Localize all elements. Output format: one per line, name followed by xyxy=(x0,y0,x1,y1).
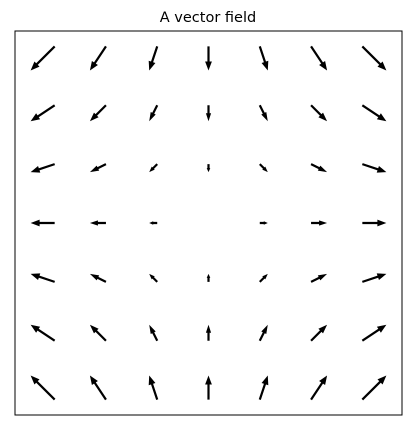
vector-arrow xyxy=(259,163,268,173)
vector-arrow xyxy=(206,273,211,282)
vector-arrow xyxy=(89,163,107,173)
vector-arrow xyxy=(89,375,107,401)
vector-arrow xyxy=(310,375,328,401)
vector-arrow xyxy=(148,375,159,400)
vector-arrow xyxy=(206,164,211,173)
vector-arrow xyxy=(362,219,387,227)
vector-arrow xyxy=(258,104,268,122)
vector-arrow xyxy=(205,375,212,400)
vector-arrow xyxy=(149,104,159,122)
vector-arrow xyxy=(30,324,56,342)
vector-arrow xyxy=(361,324,387,342)
plot-frame xyxy=(14,30,403,416)
vector-arrow xyxy=(310,45,328,71)
vector-arrow xyxy=(310,324,328,342)
vector-arrow xyxy=(89,45,107,71)
vector-arrow xyxy=(311,220,328,226)
vector-arrow xyxy=(205,324,212,341)
vector-arrow xyxy=(30,219,55,227)
vector-arrow xyxy=(361,375,387,401)
vector-arrow xyxy=(30,45,56,71)
vector-arrow xyxy=(258,375,269,400)
vector-arrow xyxy=(89,273,107,283)
vector-arrow xyxy=(259,221,268,225)
vector-arrow xyxy=(149,324,159,342)
vector-arrow xyxy=(205,46,212,71)
vector-arrow xyxy=(205,105,212,122)
vector-arrow xyxy=(89,104,107,122)
vector-arrow xyxy=(89,220,106,226)
vector-arrow xyxy=(30,375,56,401)
vector-arrow xyxy=(30,163,56,173)
vector-arrow xyxy=(310,163,328,173)
chart-title: A vector field xyxy=(160,10,256,26)
vector-arrow xyxy=(361,163,387,173)
vector-arrow xyxy=(361,45,387,71)
vector-arrows xyxy=(30,45,387,401)
vector-arrow xyxy=(148,46,159,71)
vector-arrow xyxy=(89,324,107,342)
vector-arrow xyxy=(310,273,328,283)
vector-arrow xyxy=(310,104,328,122)
vector-arrow xyxy=(149,163,158,173)
vector-arrow xyxy=(149,273,158,283)
vector-arrow xyxy=(258,46,269,71)
vector-arrow xyxy=(149,221,158,225)
vector-arrow xyxy=(361,273,387,283)
vector-arrow xyxy=(30,273,56,283)
vector-arrow xyxy=(259,273,268,283)
vector-arrow xyxy=(361,104,387,122)
vector-arrow xyxy=(258,324,268,342)
vector-arrow xyxy=(30,104,56,122)
